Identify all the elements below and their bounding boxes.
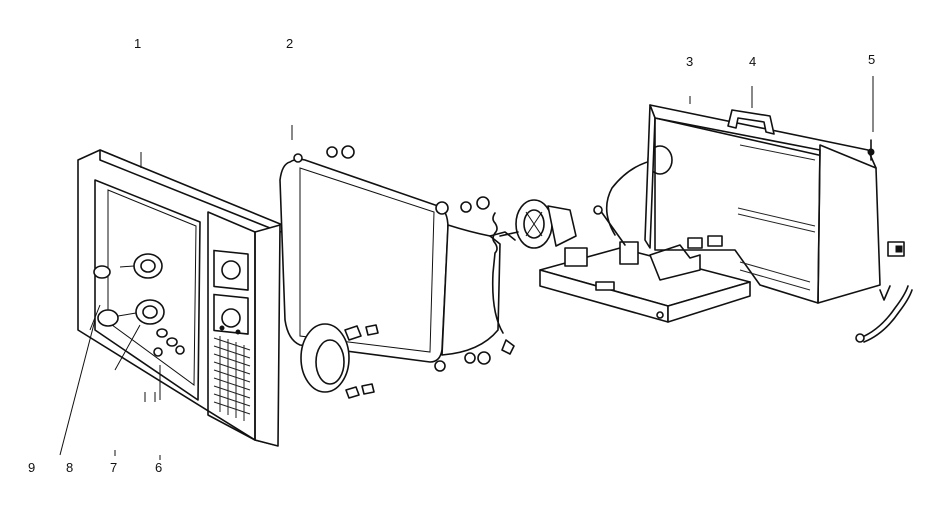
callout-9: 9 [28,460,35,475]
picture-tube [279,145,516,372]
callout-8: 8 [66,460,73,475]
plug-and-cord [855,241,913,343]
callout-5: 5 [868,52,875,67]
deflection-yoke [499,199,577,249]
speaker [300,323,379,399]
callout-1: 1 [134,36,141,51]
callout-3: 3 [686,54,693,69]
callout-2: 2 [286,36,293,51]
knobs [59,253,185,456]
leader-ticks [114,76,874,460]
callout-6: 6 [155,460,162,475]
callout-7: 7 [110,460,117,475]
grille-hatch [213,336,251,421]
vent-slots [737,144,816,291]
front-bezel [77,149,291,447]
back-cabinet [644,104,891,304]
callout-4: 4 [749,54,756,69]
